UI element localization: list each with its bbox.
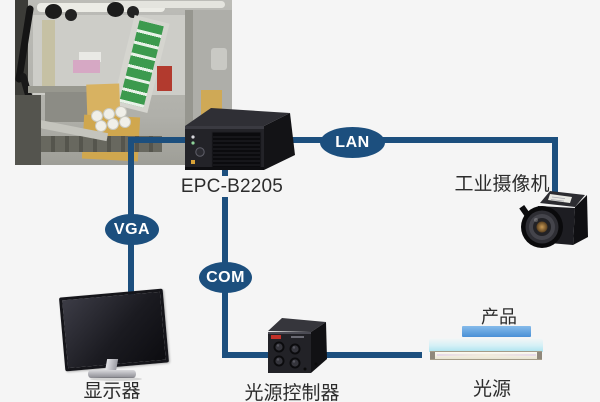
monitor-label: 显示器 (83, 381, 141, 402)
photo-shape-column (42, 20, 55, 92)
photo-shape-bucket (211, 48, 227, 70)
photo-shape-flash-unit (127, 6, 139, 18)
connection-node-lan: LAN (320, 127, 385, 158)
camera-lens (521, 206, 563, 248)
monitor-shadow (90, 377, 142, 381)
light-bar-end-cap (430, 352, 435, 359)
photo-shape-tube-light (37, 3, 165, 12)
photo-shape-paper (79, 52, 101, 62)
light-bar-tube-line (437, 354, 536, 356)
connection-label-lan: LAN (335, 133, 370, 151)
photo-shape-flash-unit (107, 2, 124, 17)
connector-vga-horizontal (128, 137, 190, 143)
industrial-pc (171, 103, 297, 173)
industrial-camera-image (519, 191, 588, 248)
photo-shape-paper-pink (73, 60, 100, 73)
connection-label-vga: VGA (113, 220, 151, 238)
light-controller (264, 314, 330, 374)
photo-shape-right-panel-shade (185, 10, 193, 165)
industrial-pc-image (185, 108, 295, 170)
product-bar (462, 326, 531, 337)
light-label: 光源 (472, 379, 511, 400)
connection-node-com: COM (199, 262, 252, 293)
photo-shape-red-box (157, 66, 172, 91)
photo-shape-shadow (15, 95, 41, 165)
monitor-stand-base (88, 370, 136, 378)
product-label: 产品 (481, 307, 517, 327)
pc-label: EPC-B2205 (180, 176, 284, 197)
photo-shape-bottle-cap (107, 118, 119, 130)
light-controller-image (268, 318, 327, 373)
light-glow (429, 338, 543, 352)
connector-lan-horizontal (288, 137, 558, 143)
photo-shape-beam (28, 86, 128, 93)
industrial-camera (516, 184, 592, 250)
light-bar-end-cap (537, 352, 542, 359)
photo-shape-tube-light (113, 1, 225, 8)
connection-node-vga: VGA (105, 214, 159, 245)
connection-label-com: COM (206, 268, 245, 286)
controller-label: 光源控制器 (244, 383, 340, 402)
photo-shape-flash-unit (65, 9, 77, 21)
photo-shape-bottle-cap (119, 116, 131, 128)
connector-lan-vertical (552, 137, 558, 195)
monitor (58, 288, 170, 382)
photo-shape-flash-unit (45, 4, 62, 19)
connector-com-vertical-upper (222, 165, 228, 176)
camera-label: 工业摄像机 (454, 174, 550, 195)
controller-knobs (273, 341, 301, 369)
